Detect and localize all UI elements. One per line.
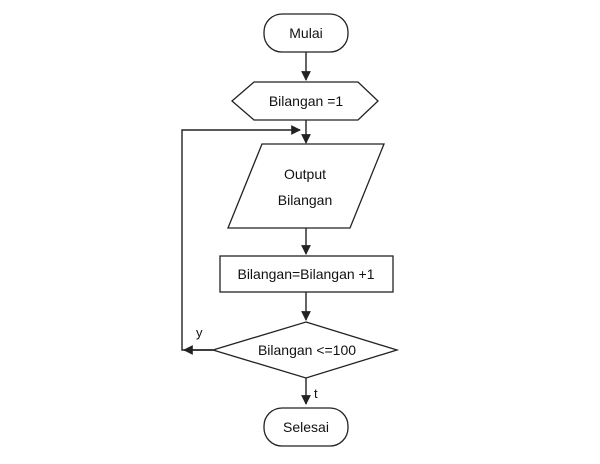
start-label: Mulai xyxy=(289,25,322,41)
increment-label: Bilangan=Bilangan +1 xyxy=(237,266,374,282)
no-branch-label: t xyxy=(314,386,318,401)
end-node: Selesai xyxy=(263,407,349,447)
init-node: Bilangan =1 xyxy=(231,81,379,121)
output-io-shape xyxy=(227,143,385,229)
end-label: Selesai xyxy=(283,419,329,435)
yes-branch-label: y xyxy=(196,325,203,340)
start-node: Mulai xyxy=(263,13,349,53)
output-label-line2: Bilangan xyxy=(278,192,333,208)
decision-label: Bilangan <=100 xyxy=(258,342,356,358)
init-label: Bilangan =1 xyxy=(269,93,344,109)
end-terminator-shape xyxy=(263,407,349,447)
init-preparation-shape xyxy=(231,81,379,121)
output-label-line1: Output xyxy=(284,166,326,182)
increment-process-shape xyxy=(219,255,394,293)
output-node: Output Bilangan xyxy=(227,143,385,229)
decision-node: Bilangan <=100 xyxy=(210,321,400,379)
increment-node: Bilangan=Bilangan +1 xyxy=(219,255,394,293)
